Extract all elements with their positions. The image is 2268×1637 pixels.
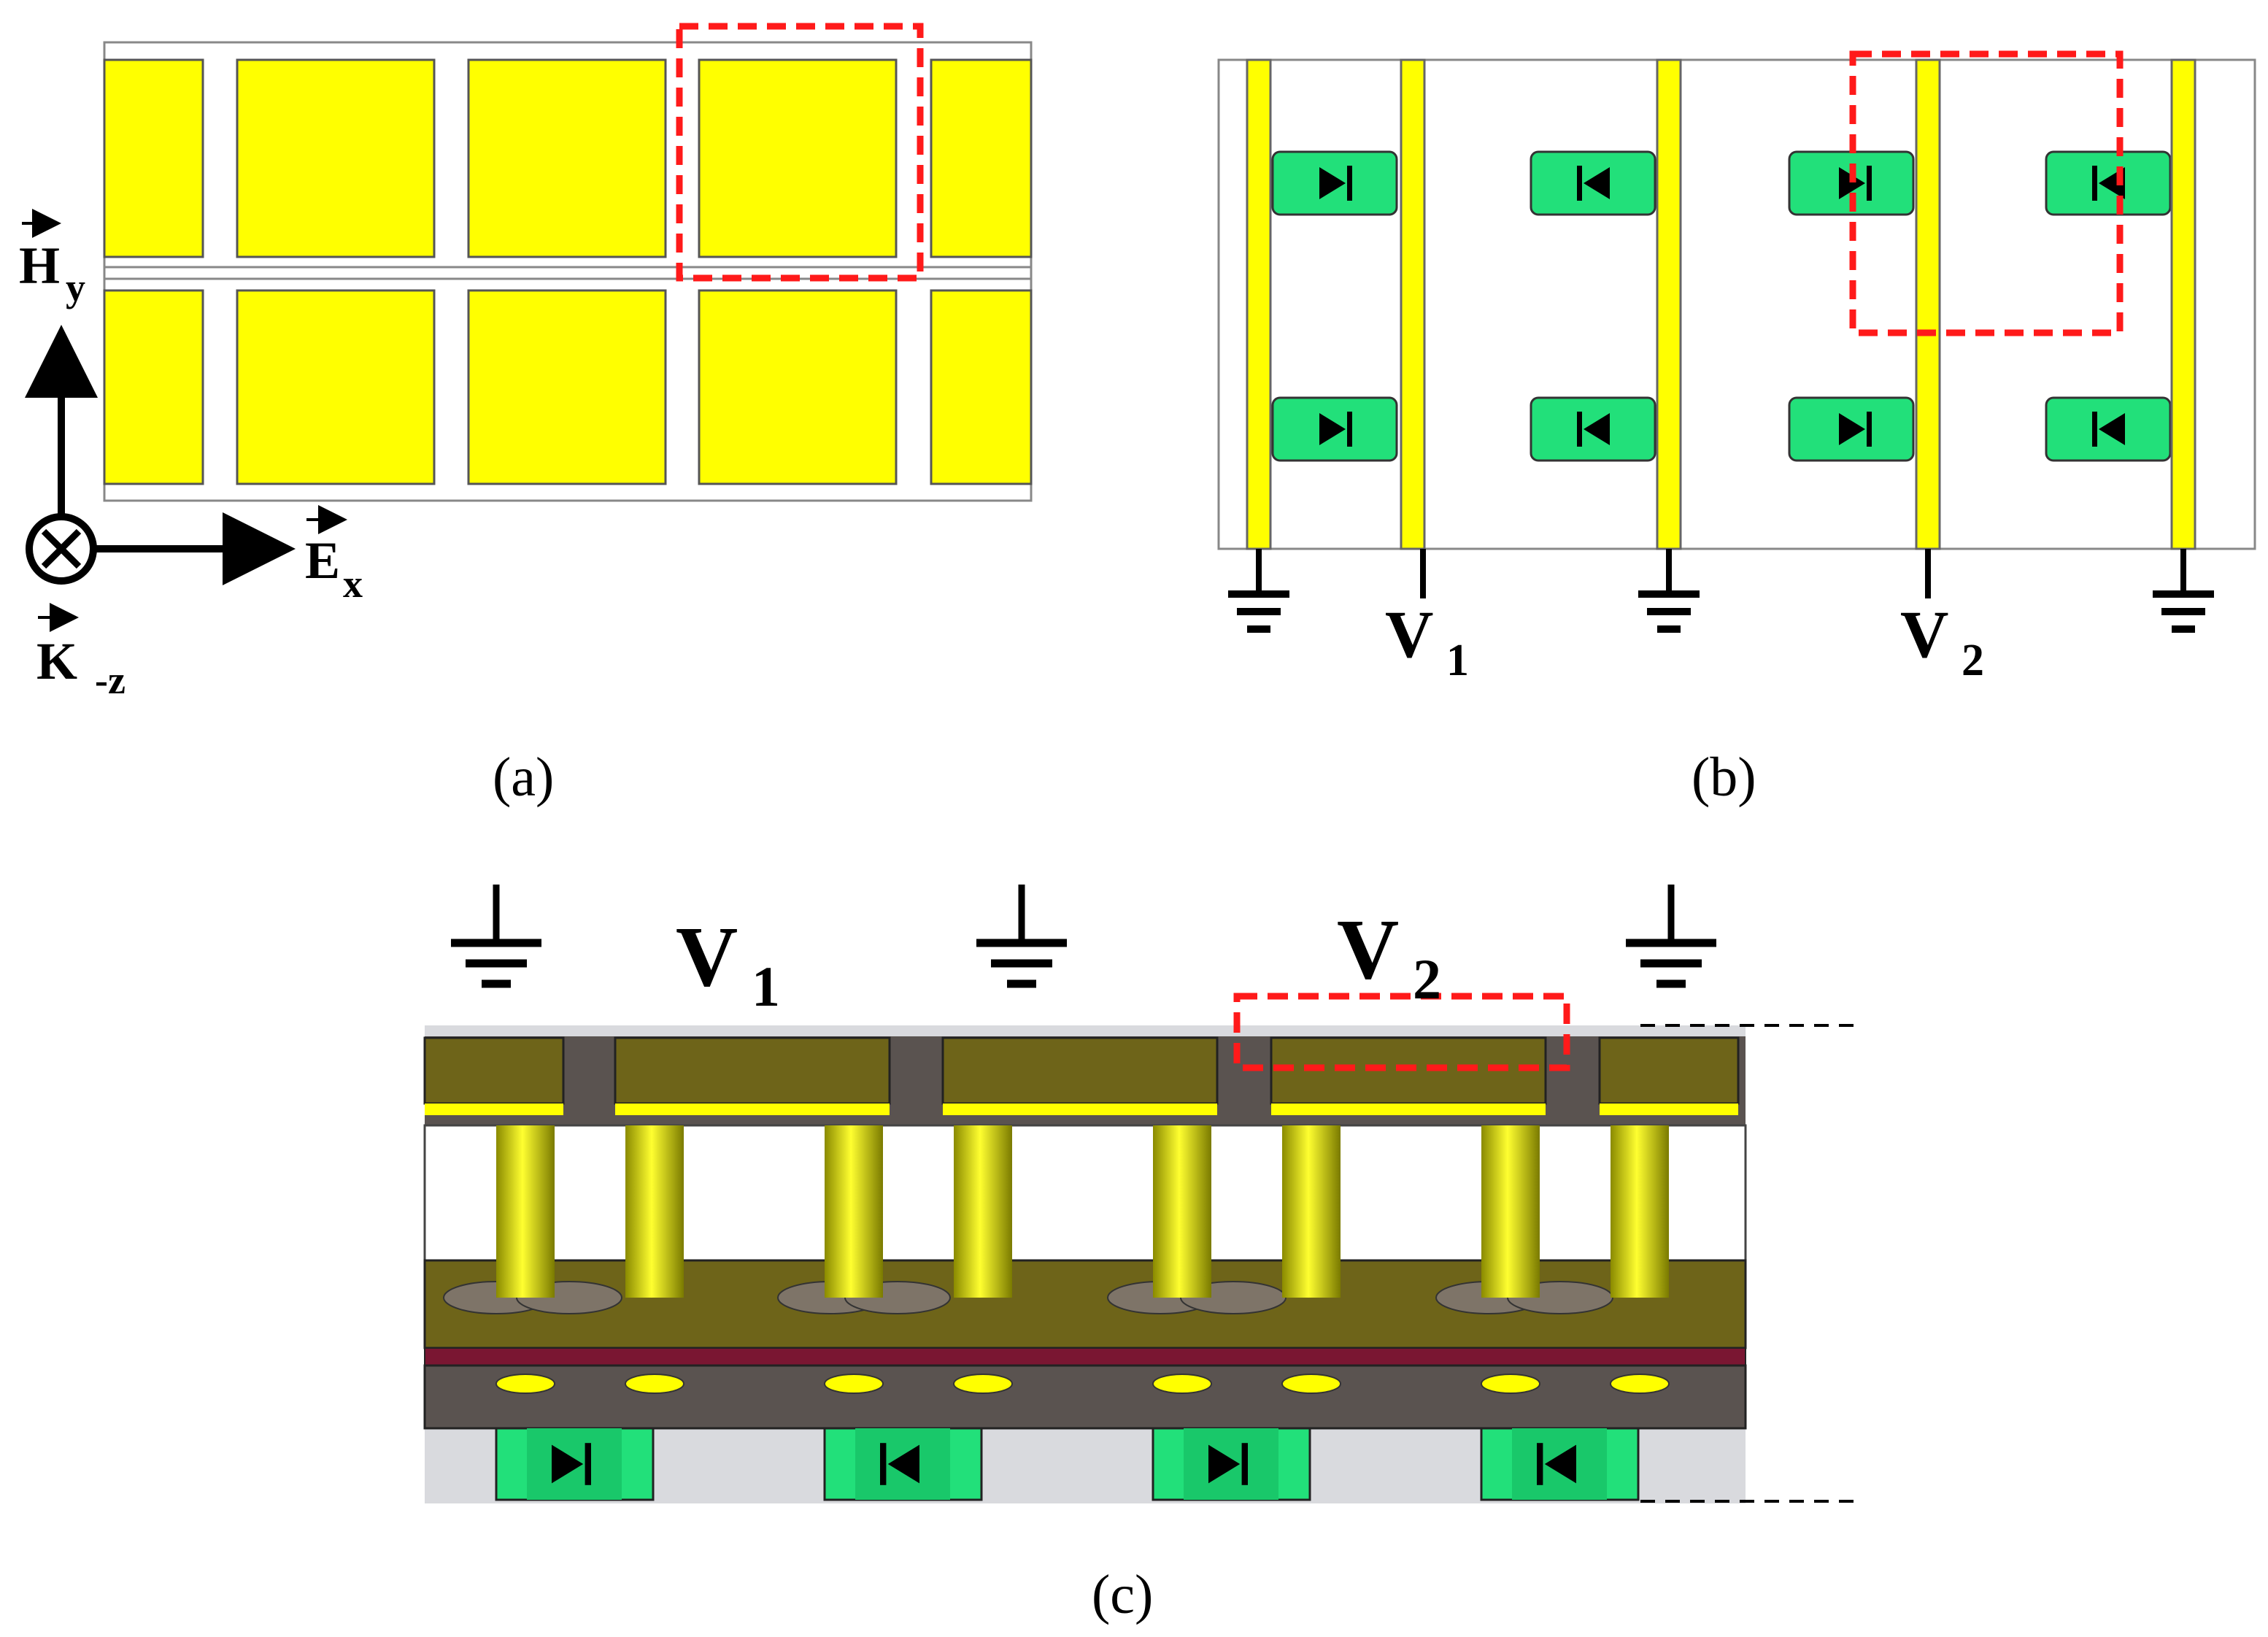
- metal-strip: [425, 1103, 563, 1115]
- e-axis-label: E: [305, 531, 340, 590]
- via-pad: [1281, 1374, 1341, 1394]
- top-patch: [614, 1036, 891, 1105]
- via-pad: [1610, 1374, 1670, 1394]
- e-axis-sub: x: [343, 562, 363, 606]
- panel-c-cross-section: V 1 V 2 (c): [423, 885, 1859, 1625]
- k-axis-label: K: [36, 632, 77, 690]
- patch: [103, 289, 204, 485]
- via-post: [954, 1125, 1012, 1298]
- bottom-substrate: [423, 1364, 1747, 1430]
- ground-icon: [1638, 549, 1700, 629]
- ground-icon: [451, 885, 541, 984]
- metal-strip: [1271, 1103, 1546, 1115]
- h-axis-label: H: [19, 236, 60, 295]
- unit-cell-highlight: [1849, 50, 2124, 336]
- via-post: [625, 1125, 684, 1298]
- via-pad: [953, 1374, 1013, 1394]
- v1-sub: 1: [1446, 636, 1469, 685]
- via-pad: [495, 1374, 555, 1394]
- patch: [467, 58, 667, 258]
- bias-line: [1400, 58, 1426, 550]
- via-post: [496, 1125, 555, 1298]
- patch: [103, 58, 204, 258]
- substrate-outline: [1217, 58, 2256, 550]
- via-pad: [1152, 1374, 1212, 1394]
- k-axis-cross: [41, 528, 82, 569]
- metal-strip: [1600, 1103, 1738, 1115]
- via-pad: [1481, 1374, 1540, 1394]
- unit-cell-highlight: [676, 23, 924, 282]
- v2-sub: 2: [1962, 636, 1984, 685]
- top-patch: [941, 1036, 1219, 1105]
- patch: [930, 289, 1033, 485]
- unit-cell-highlight: [1233, 993, 1570, 1071]
- h-axis-sub: y: [66, 266, 85, 309]
- v1-label: V: [676, 909, 738, 1004]
- panel-b-caption: (b): [1692, 747, 1756, 808]
- via-pad: [625, 1374, 684, 1394]
- top-patch: [1598, 1036, 1740, 1105]
- metal-strip: [615, 1103, 890, 1115]
- metal-strip: [943, 1103, 1217, 1115]
- v1-label: V: [1385, 597, 1433, 671]
- ground-icon: [976, 885, 1067, 984]
- patch: [467, 289, 667, 485]
- v1-sub: 1: [752, 955, 780, 1018]
- bias-layer: [424, 1347, 1746, 1366]
- bias-line: [2170, 58, 2196, 550]
- panel-c-caption: (c): [1092, 1564, 1153, 1625]
- patch: [930, 58, 1033, 258]
- bias-line: [1656, 58, 1682, 550]
- via-post: [825, 1125, 883, 1298]
- panel-a-caption: (a): [493, 747, 554, 808]
- via-post: [1153, 1125, 1211, 1298]
- via-post: [1611, 1125, 1669, 1298]
- patch: [698, 289, 898, 485]
- top-patch: [423, 1036, 565, 1105]
- bias-line: [1915, 58, 1941, 550]
- patch: [698, 58, 898, 258]
- patch: [236, 58, 436, 258]
- via-post: [1481, 1125, 1540, 1298]
- via-post: [1282, 1125, 1341, 1298]
- ground-icon: [1626, 885, 1716, 984]
- patch: [236, 289, 436, 485]
- panel-a-unit-array: H y E x K -z (a): [19, 23, 1033, 808]
- via-pad: [824, 1374, 884, 1394]
- v2-sub: 2: [1413, 947, 1441, 1011]
- panel-b-bias-network: V 1 V 2 (b): [1217, 50, 2256, 808]
- ground-icon: [2153, 549, 2214, 629]
- ground-icon: [1228, 549, 1289, 629]
- v2-label: V: [1337, 901, 1399, 997]
- k-axis-sub: -z: [95, 658, 126, 702]
- v2-label: V: [1900, 597, 1948, 671]
- air-gap: [423, 1124, 1747, 1262]
- bias-line: [1246, 58, 1272, 550]
